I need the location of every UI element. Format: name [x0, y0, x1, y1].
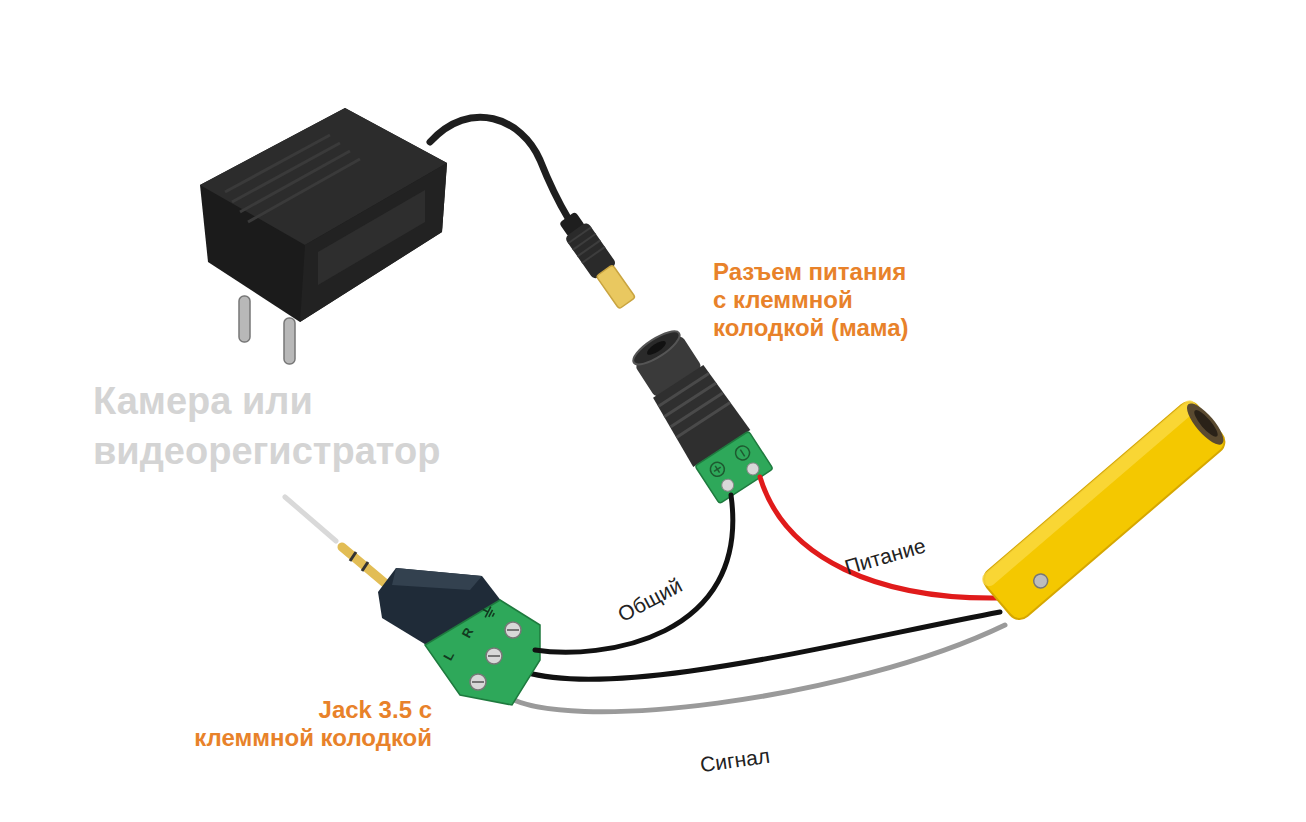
power-adapter-part-part — [596, 265, 635, 309]
common-wire — [525, 612, 1000, 679]
microphone-part — [1031, 571, 1051, 591]
wire-connector — [535, 495, 733, 652]
power-adapter — [200, 108, 639, 364]
jack-connector-part — [392, 568, 482, 590]
power-adapter-part — [225, 135, 360, 222]
jack-connector-part — [486, 648, 502, 664]
power-adapter-part — [284, 318, 295, 364]
power-adapter-part — [318, 190, 425, 285]
jack-connector-part — [488, 655, 500, 657]
dc-connector-part — [645, 339, 668, 358]
ground-symbol — [480, 604, 496, 620]
power-adapter-part-part-part — [568, 227, 591, 243]
dc-connector-part-part — [664, 383, 716, 417]
jack-connector-part — [507, 629, 519, 631]
dc-connector-part — [740, 450, 744, 457]
wire-name: Сигнал — [699, 743, 772, 778]
jack-connector — [342, 547, 540, 705]
ground-symbol-part — [492, 613, 494, 617]
power-adapter-part — [300, 163, 447, 322]
power-adapter-part — [239, 296, 250, 342]
dc-connector-part — [629, 326, 684, 371]
power-wire — [760, 477, 1000, 598]
wire-name: Питание — [842, 533, 929, 580]
power-adapter-part-part — [240, 151, 350, 212]
wire-name: Общий — [611, 572, 689, 628]
dc-connector-part-part — [671, 393, 723, 427]
ground-symbol-part — [483, 609, 488, 612]
jack-connector-part — [472, 681, 484, 683]
dc-connector-part — [719, 477, 736, 494]
jack-connector-part — [342, 547, 392, 589]
jack-connector-part — [425, 600, 540, 705]
microphone-part — [979, 397, 1229, 623]
dc-connector-part — [708, 460, 727, 479]
dc-connector-part-part — [676, 403, 730, 438]
power-adapter-part — [556, 209, 639, 311]
dc-connector-node: Разъем питания с клеммной колодкой (мама… — [628, 258, 1038, 495]
dc-connector-part — [714, 467, 721, 471]
pointer-line — [285, 497, 336, 541]
power-adapter-part-part-part — [582, 247, 605, 263]
microphone-part — [1191, 407, 1221, 439]
dc-connector-part — [657, 372, 730, 437]
jack-connector-node: Jack 3.5 с клеммной колодкой — [170, 560, 535, 755]
power-adapter-part-part — [248, 159, 360, 222]
power-adapter-part-part — [568, 227, 605, 263]
signal-wire — [505, 625, 1005, 712]
dc-connector-part — [745, 461, 762, 478]
microphone — [979, 395, 1231, 623]
power-adapter-part-part-part — [577, 240, 600, 256]
power-adapter-part-part-part — [573, 234, 596, 250]
jack-connector-part — [470, 674, 486, 690]
power-adapter-part — [200, 108, 447, 322]
dc-connector-part-part — [659, 374, 709, 407]
device-note: Камера или видеорегистратор — [93, 376, 493, 476]
node-heading: Jack 3.5 с клеммной колодкой — [172, 696, 432, 752]
power-adapter-part — [430, 117, 568, 218]
node-heading: Разъем питания с клеммной колодкой (мама… — [713, 258, 1003, 342]
dc-connector — [623, 322, 775, 505]
microphone-part — [1181, 398, 1229, 449]
microphone-part — [979, 397, 1199, 589]
power-adapter-part-part — [232, 143, 340, 202]
jack-connector-part — [362, 562, 368, 571]
dc-connector-part — [733, 443, 752, 462]
dc-connector-part — [695, 431, 773, 504]
jack-connector-part — [350, 552, 356, 561]
jack-connector-part — [505, 622, 521, 638]
